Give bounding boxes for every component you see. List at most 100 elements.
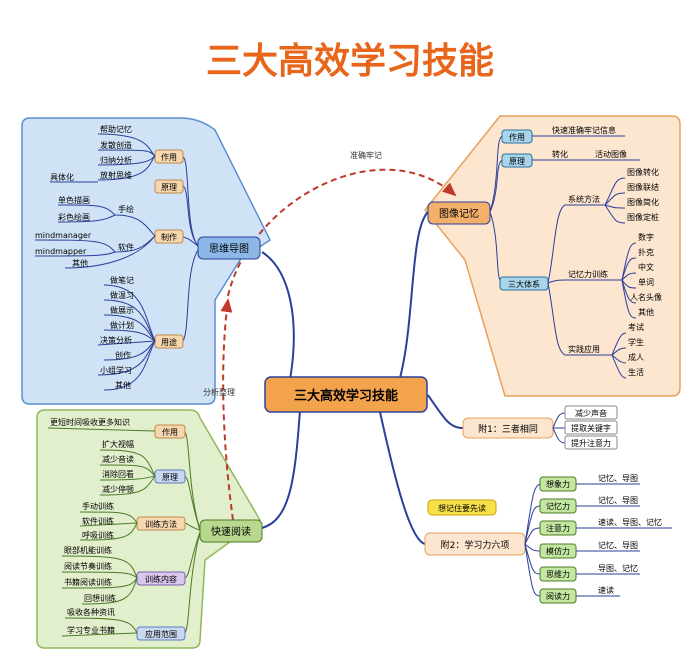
imagemem-xitong-item: 图像简化 xyxy=(627,197,659,207)
imagemem-xitong-item: 图像联结 xyxy=(627,182,659,192)
speedread-yuanli-item: 消除回看 xyxy=(102,469,134,479)
appendix2-row: 模仿力 记忆、导图 xyxy=(539,540,640,559)
mindmap-tag-zuoyong-label: 作用 xyxy=(161,152,177,162)
speedread-fangfa-lines xyxy=(79,511,138,541)
imagemem-yuanli-b: 活动图像 xyxy=(595,149,627,159)
imagemem-xunlian-item: 中文 xyxy=(638,262,654,272)
imagemem-shijian: 实践应用 xyxy=(568,344,600,354)
trunk-imagemem xyxy=(399,211,429,379)
appendix2-row-tag: 阅读力 xyxy=(546,591,570,601)
mindmap-branches xyxy=(182,156,199,342)
mindmap-tag-yuanli-label: 原理 xyxy=(161,183,177,192)
mindmap-zuoyong-item: 放射思维 xyxy=(100,170,132,180)
speedread-neirong-item: 回想训练 xyxy=(84,593,116,603)
appendix1-item-box xyxy=(564,435,618,450)
mindmap-yongtu-item: 决策分析 xyxy=(100,335,132,345)
appendix2-row-tag: 思维力 xyxy=(546,569,570,579)
mindmap-yongtu-item: 做温习 xyxy=(110,290,134,300)
speedread-yuanli-item: 减少音读 xyxy=(102,454,134,464)
mindmap-zuoyong-item: 归纳分析 xyxy=(100,155,132,165)
trunk-mindmap xyxy=(261,251,295,381)
mindmap-label: 思维导图 xyxy=(209,242,249,255)
page-title: 三大高效学习技能 xyxy=(206,40,494,82)
appendix1-lines xyxy=(552,412,566,444)
speedread-neirong-item: 阅读节奏训练 xyxy=(64,561,112,571)
appendix2-row-tag: 想象力 xyxy=(546,479,570,489)
imagemem-xunlian-item: 单词 xyxy=(638,277,654,287)
appendix1-label: 附1：三者相同 xyxy=(478,423,538,435)
imagemem-xunlian-item: 扑克 xyxy=(638,247,654,257)
mindmap-shouhui-item: 单色描画 xyxy=(58,195,90,205)
mindmap-ruanjian-item: mindmanager xyxy=(35,231,92,240)
mindmap-shouhui-item: 彩色绘画 xyxy=(58,212,90,222)
speedread-neirong-lines xyxy=(61,555,138,605)
imagemem-label: 图像记忆 xyxy=(439,207,479,220)
speedread-fanchou-item: 学习专业书籍 xyxy=(67,625,115,635)
imagemem-shijian-item: 学生 xyxy=(628,337,644,347)
speedread-yuanli-item: 扩大视幅 xyxy=(102,439,134,449)
mindmap-tag-yuanli[interactable] xyxy=(154,179,184,194)
appendix2-row: 想象力 记忆、导图 xyxy=(539,473,640,492)
imagemem-xunlian-item: 其他 xyxy=(638,307,654,317)
appendix2-row-text: 导图、记忆 xyxy=(598,563,638,573)
speedread-fangfa-item: 软件训练 xyxy=(82,516,114,526)
mindmap-region xyxy=(21,117,271,405)
arrow-left-label: 分析整理 xyxy=(203,387,235,397)
mindmap-zhizuo-lines xyxy=(34,204,156,269)
imagemem-xunlian-item: 数字 xyxy=(638,232,654,242)
speedread-node[interactable] xyxy=(199,519,263,543)
trunk-speedread xyxy=(261,409,301,529)
speedread-yuanli-item: 减少停顿 xyxy=(102,484,134,494)
center-node[interactable] xyxy=(264,376,428,413)
arrow-top-label: 准确牢记 xyxy=(350,150,382,160)
appendix2-lines xyxy=(524,483,541,597)
mindmap-shouhui: 手绘 xyxy=(118,204,134,214)
appendix2-row-text: 速读 xyxy=(598,585,614,595)
imagemem-xunlian-item: 人名头像 xyxy=(630,292,662,302)
speedread-neirong-item: 书籍阅读训练 xyxy=(64,577,112,587)
speedread-fanchou-item: 吸收各种资讯 xyxy=(67,607,115,617)
imagemem-xunlian: 记忆力训练 xyxy=(568,269,608,279)
appendix2-row-text: 记忆、导图 xyxy=(598,540,638,550)
imagemem-tag-tixi-label: 三大体系 xyxy=(508,279,540,289)
speedread-tag-yuanli-label: 原理 xyxy=(162,473,178,482)
mindmap-tag-yongtu-label: 用途 xyxy=(161,337,177,347)
appendix2-row-text: 速读、导图、记忆 xyxy=(598,517,662,527)
mindmap-yuanli-item: 具体化 xyxy=(50,172,74,182)
speedread-tag-zuoyong-label: 作用 xyxy=(162,427,178,437)
imagemem-tag-yuanli-label: 原理 xyxy=(509,157,525,166)
mindmap-ruanjian-item: mindmapper xyxy=(35,247,87,256)
appendix2-row-text: 记忆、导图 xyxy=(598,495,638,505)
mindmap-zuoyong-lines xyxy=(97,133,156,181)
appendix2-label: 附2：学习力六项 xyxy=(441,539,510,551)
imagemem-zuoyong-text: 快速准确牢记信息 xyxy=(552,125,616,135)
appendix2-row: 阅读力 速读 xyxy=(539,585,620,604)
speedread-tag-fanchou-label: 应用范围 xyxy=(145,629,177,639)
speedread-branches xyxy=(184,431,201,634)
appendix2-row: 注意力 速读、导图、记忆 xyxy=(539,517,672,536)
speedread-zuoyong-line xyxy=(47,427,156,432)
mindmap-tag-zhizuo-label: 制作 xyxy=(161,232,177,242)
imagemem-xitong: 系统方法 xyxy=(568,194,600,204)
imagemem-shijian-item: 成人 xyxy=(628,352,644,362)
imagemem-xitong-item: 图像定桩 xyxy=(627,212,659,222)
imagemem-xitong-item: 图像转化 xyxy=(627,167,659,177)
trunk-appendix2 xyxy=(379,411,426,545)
mindmap-yongtu-item: 创作 xyxy=(115,350,131,360)
imagemem-tixi-lines xyxy=(547,177,637,379)
appendix2-note-text: 想记住要先读 xyxy=(438,503,486,513)
mindmap-node[interactable] xyxy=(197,236,261,260)
speedread-tag-fangfa-label: 训练方法 xyxy=(145,519,177,529)
mindmap-zuoyong-item: 发散创造 xyxy=(100,140,132,150)
appendix2-row-tag: 记忆力 xyxy=(546,501,570,511)
imagemem-yuanli-a: 转化 xyxy=(552,149,568,159)
speedread-tag-zuoyong[interactable] xyxy=(154,424,186,439)
appendix2-note xyxy=(427,499,497,516)
mindmap-yongtu-item: 其他 xyxy=(115,380,131,390)
imagemem-tag-zuoyong-label: 作用 xyxy=(509,132,525,142)
speedread-tag-neirong-label: 训练内容 xyxy=(145,574,177,584)
appendix1-item-box xyxy=(564,405,618,420)
speedread-yuanli-lines xyxy=(99,449,156,496)
mindmap-zhizuo-other: 其他 xyxy=(72,258,88,268)
speedread-fangfa-item: 呼吸训练 xyxy=(82,530,114,540)
